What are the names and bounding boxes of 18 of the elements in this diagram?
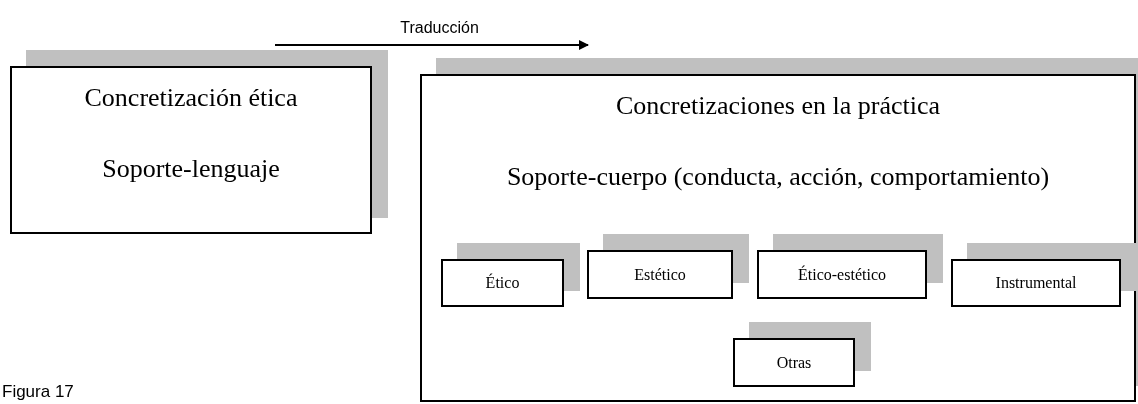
arrow bbox=[274, 40, 589, 50]
text-box bbox=[441, 259, 564, 307]
box-heading: Concretizaciones en la práctica bbox=[615, 90, 941, 122]
text-box bbox=[733, 338, 855, 387]
text-box bbox=[10, 66, 372, 234]
box-subtitle: Soporte-cuerpo (conducta, acción, comportamiento) bbox=[506, 161, 1050, 193]
text-box bbox=[587, 250, 733, 299]
text-box bbox=[757, 250, 927, 299]
box-subtitle: Soporte-lenguaje bbox=[102, 153, 280, 185]
box-label: Ético-estético bbox=[798, 264, 886, 285]
box-label: Instrumental bbox=[995, 273, 1077, 293]
box-label: Ético bbox=[485, 273, 520, 293]
figure-caption: Figura 17 bbox=[2, 382, 74, 402]
text-box bbox=[420, 74, 1136, 402]
box-heading: Concretización ética bbox=[84, 82, 298, 114]
box-label: Otras bbox=[776, 352, 812, 373]
box-label: Estético bbox=[634, 264, 686, 285]
text-box bbox=[951, 259, 1121, 307]
